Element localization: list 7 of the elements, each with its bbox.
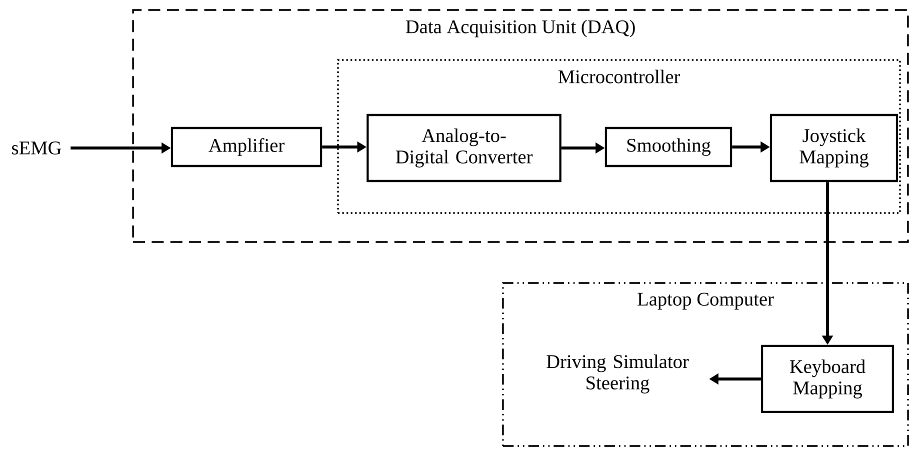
process-box: Amplifier	[170, 126, 322, 168]
process-box: Smoothing	[604, 126, 732, 168]
process-box: Keyboard Mapping	[760, 344, 894, 414]
node-label: sEMG	[12, 142, 62, 154]
node-label: Driving Simulator Steering	[546, 354, 689, 394]
process-box: Analog-to-Digital Converter	[366, 114, 562, 182]
process-box: Joystick Mapping	[770, 114, 898, 182]
